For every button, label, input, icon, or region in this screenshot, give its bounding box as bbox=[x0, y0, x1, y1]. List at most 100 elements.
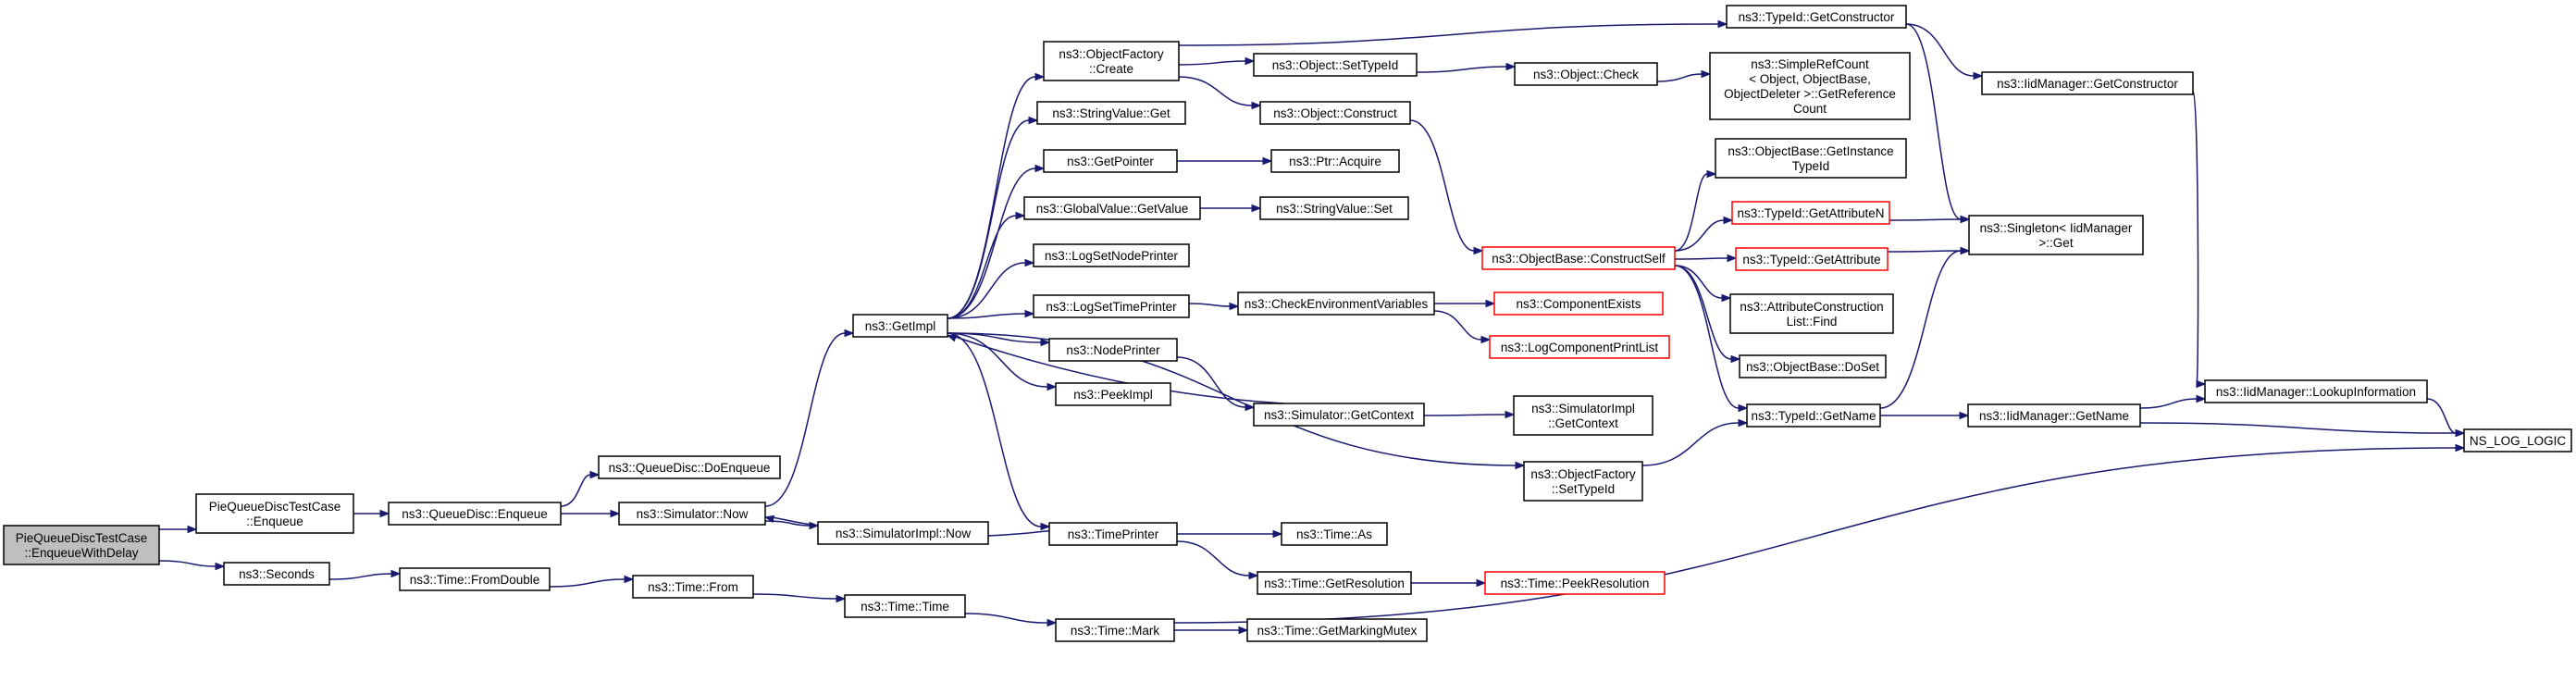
arrowhead-root-to-seconds bbox=[215, 562, 226, 571]
node-label: ns3::ObjectFactory bbox=[1059, 47, 1164, 61]
arrowhead-obj_check-to-srefcount bbox=[1701, 69, 1712, 79]
node-nodeprinter[interactable]: ns3::NodePrinter bbox=[1048, 338, 1178, 362]
node-box bbox=[817, 521, 989, 545]
node-label: ns3::Time::As bbox=[1296, 527, 1372, 541]
node-of_settypeid[interactable]: ns3::ObjectFactory::SetTypeId bbox=[1523, 461, 1643, 502]
node-t_peekres[interactable]: ns3::Time::PeekResolution bbox=[1484, 571, 1666, 595]
edge-ob_constructself-to-ob_doset bbox=[1674, 265, 1732, 360]
node-label: ns3::Object::Check bbox=[1533, 68, 1639, 81]
node-box bbox=[1043, 149, 1178, 173]
node-label: PieQueueDiscTestCase bbox=[16, 531, 148, 545]
arrowhead-getimpl-to-timeprinter bbox=[1040, 522, 1051, 531]
arrowhead-of_create-to-tid_getctor bbox=[1717, 19, 1728, 29]
node-box bbox=[1493, 291, 1664, 316]
node-sv_set[interactable]: ns3::StringValue::Set bbox=[1259, 196, 1409, 220]
node-peekimpl[interactable]: ns3::PeekImpl bbox=[1055, 382, 1171, 406]
node-seconds[interactable]: ns3::Seconds bbox=[223, 562, 330, 586]
node-iid_getctor[interactable]: ns3::IidManager::GetConstructor bbox=[1981, 71, 2194, 95]
node-iid_getname[interactable]: ns3::IidManager::GetName bbox=[1967, 403, 2141, 428]
node-of_create[interactable]: ns3::ObjectFactory::Create bbox=[1043, 41, 1180, 81]
node-getpointer[interactable]: ns3::GetPointer bbox=[1043, 149, 1178, 173]
node-srefcount[interactable]: ns3::SimpleRefCount< Object, ObjectBase,… bbox=[1709, 52, 1911, 120]
node-logcompprint[interactable]: ns3::LogComponentPrintList bbox=[1489, 335, 1670, 359]
edge-ob_constructself-to-tid_getname bbox=[1674, 265, 1740, 409]
node-t_from[interactable]: ns3::Time::From bbox=[632, 575, 754, 599]
node-lsnp[interactable]: ns3::LogSetNodePrinter bbox=[1033, 243, 1190, 267]
arrowhead-iid_lookup-to-ns_log_logic bbox=[2455, 428, 2466, 438]
node-tid_getattr[interactable]: ns3::TypeId::GetAttribute bbox=[1735, 247, 1889, 271]
edge-of_create-to-tid_getctor bbox=[1178, 23, 1719, 46]
node-root[interactable]: PieQueueDiscTestCase::EnqueueWithDelay bbox=[3, 525, 160, 565]
node-tid_getattrn[interactable]: ns3::TypeId::GetAttributeN bbox=[1731, 201, 1890, 225]
edge-tid_getattrn-to-singleton_get bbox=[1889, 218, 1962, 221]
node-label: ::Create bbox=[1089, 62, 1133, 76]
node-singleton_get[interactable]: ns3::Singleton< IidManager>::Get bbox=[1968, 215, 2144, 255]
node-tid_getctor[interactable]: ns3::TypeId::GetConstructor bbox=[1726, 5, 1907, 29]
node-label: PieQueueDiscTestCase bbox=[209, 500, 341, 514]
node-label: ns3::QueueDisc::DoEnqueue bbox=[609, 461, 771, 475]
node-checkenv[interactable]: ns3::CheckEnvironmentVariables bbox=[1237, 291, 1435, 316]
edge-iid_getname-to-ns_log_logic bbox=[2139, 422, 2457, 434]
arrowhead-tid_getattrn-to-singleton_get bbox=[1960, 215, 1971, 224]
node-obj_construct[interactable]: ns3::Object::Construct bbox=[1259, 101, 1411, 125]
edge-getimpl-to-lstp bbox=[947, 313, 1026, 319]
node-sv_get[interactable]: ns3::StringValue::Get bbox=[1036, 101, 1186, 125]
node-sim_now[interactable]: ns3::Simulator::Now bbox=[618, 502, 766, 526]
node-label: ns3::Simulator::GetContext bbox=[1264, 408, 1414, 422]
node-obj_check[interactable]: ns3::Object::Check bbox=[1514, 62, 1658, 86]
node-compexists[interactable]: ns3::ComponentExists bbox=[1493, 291, 1664, 316]
node-qd_enq[interactable]: ns3::QueueDisc::Enqueue bbox=[388, 502, 562, 526]
node-t_mark[interactable]: ns3::Time::Mark bbox=[1055, 618, 1175, 642]
node-label: List::Find bbox=[1787, 315, 1838, 329]
arrowhead-seconds-to-t_fromdouble bbox=[390, 569, 402, 578]
node-tid_getname[interactable]: ns3::TypeId::GetName bbox=[1746, 403, 1881, 428]
node-label: ns3::Time::Mark bbox=[1071, 624, 1160, 638]
node-lstp[interactable]: ns3::LogSetTimePrinter bbox=[1033, 294, 1190, 318]
node-ptr_acquire[interactable]: ns3::Ptr::Acquire bbox=[1270, 149, 1400, 173]
node-timeprinter[interactable]: ns3::TimePrinter bbox=[1048, 522, 1178, 546]
edge-getimpl-to-timeprinter bbox=[947, 332, 1042, 527]
arrowhead-getimpl-to-lsnp bbox=[1024, 258, 1035, 267]
edge-iid_getctor-to-iid_lookup bbox=[2192, 90, 2199, 385]
node-obj_settypeid[interactable]: ns3::Object::SetTypeId bbox=[1253, 53, 1418, 77]
arrowhead-ob_constructself-to-tid_getattrn bbox=[1723, 216, 1734, 225]
arrowhead-getimpl-to-of_create bbox=[1034, 72, 1046, 81]
arrowhead-getimpl-to-of_settypeid bbox=[1515, 461, 1526, 470]
edge-ob_constructself-to-ob_getinst bbox=[1674, 173, 1708, 252]
node-ob_doset[interactable]: ns3::ObjectBase::DoSet bbox=[1739, 354, 1887, 378]
node-label: ns3::StringValue::Get bbox=[1052, 106, 1170, 120]
node-t_time[interactable]: ns3::Time::Time bbox=[844, 594, 966, 618]
arrowhead-ob_constructself-to-acl_find bbox=[1721, 293, 1732, 303]
edge-tid_getctor-to-iid_getctor bbox=[1905, 23, 1975, 77]
node-pie_enq[interactable]: PieQueueDiscTestCase::Enqueue bbox=[195, 493, 354, 534]
node-sim_getctx[interactable]: ns3::Simulator::GetContext bbox=[1253, 403, 1425, 427]
node-qd_doenq[interactable]: ns3::QueueDisc::DoEnqueue bbox=[598, 455, 781, 479]
node-gv_getvalue[interactable]: ns3::GlobalValue::GetValue bbox=[1023, 196, 1201, 220]
node-ob_constructself[interactable]: ns3::ObjectBase::ConstructSelf bbox=[1481, 246, 1676, 270]
node-label: ::SetTypeId bbox=[1552, 482, 1615, 496]
node-label: ns3::Time::GetResolution bbox=[1264, 577, 1405, 590]
edge-getimpl-to-getpointer bbox=[947, 167, 1036, 319]
node-label: ns3::Seconds bbox=[239, 567, 315, 581]
node-t_getres[interactable]: ns3::Time::GetResolution bbox=[1257, 571, 1412, 595]
arrowhead-sim_getctx-to-simimpl_getctx bbox=[1505, 410, 1516, 419]
node-t_as[interactable]: ns3::Time::As bbox=[1281, 522, 1388, 546]
node-box bbox=[598, 455, 781, 479]
node-t_getmarkmutex[interactable]: ns3::Time::GetMarkingMutex bbox=[1246, 618, 1428, 642]
node-iid_lookup[interactable]: ns3::IidManager::LookupInformation bbox=[2204, 379, 2428, 403]
node-t_fromdouble[interactable]: ns3::Time::FromDouble bbox=[399, 567, 551, 591]
arrowhead-tid_getctor-to-iid_getctor bbox=[1973, 71, 1984, 81]
node-simimpl_getctx[interactable]: ns3::SimulatorImpl::GetContext bbox=[1513, 395, 1653, 436]
node-simimpl_now[interactable]: ns3::SimulatorImpl::Now bbox=[817, 521, 989, 545]
node-getimpl[interactable]: ns3::GetImpl bbox=[852, 314, 948, 338]
node-label: ns3::ObjectFactory bbox=[1530, 467, 1636, 481]
node-label: ns3::LogComponentPrintList bbox=[1501, 341, 1659, 354]
node-ns_log_logic[interactable]: NS_LOG_LOGIC bbox=[2463, 428, 2572, 453]
node-box bbox=[1257, 571, 1412, 595]
arrowhead-pie_enq-to-qd_enq bbox=[379, 509, 390, 518]
node-box bbox=[3, 525, 160, 565]
node-box bbox=[1237, 291, 1435, 316]
